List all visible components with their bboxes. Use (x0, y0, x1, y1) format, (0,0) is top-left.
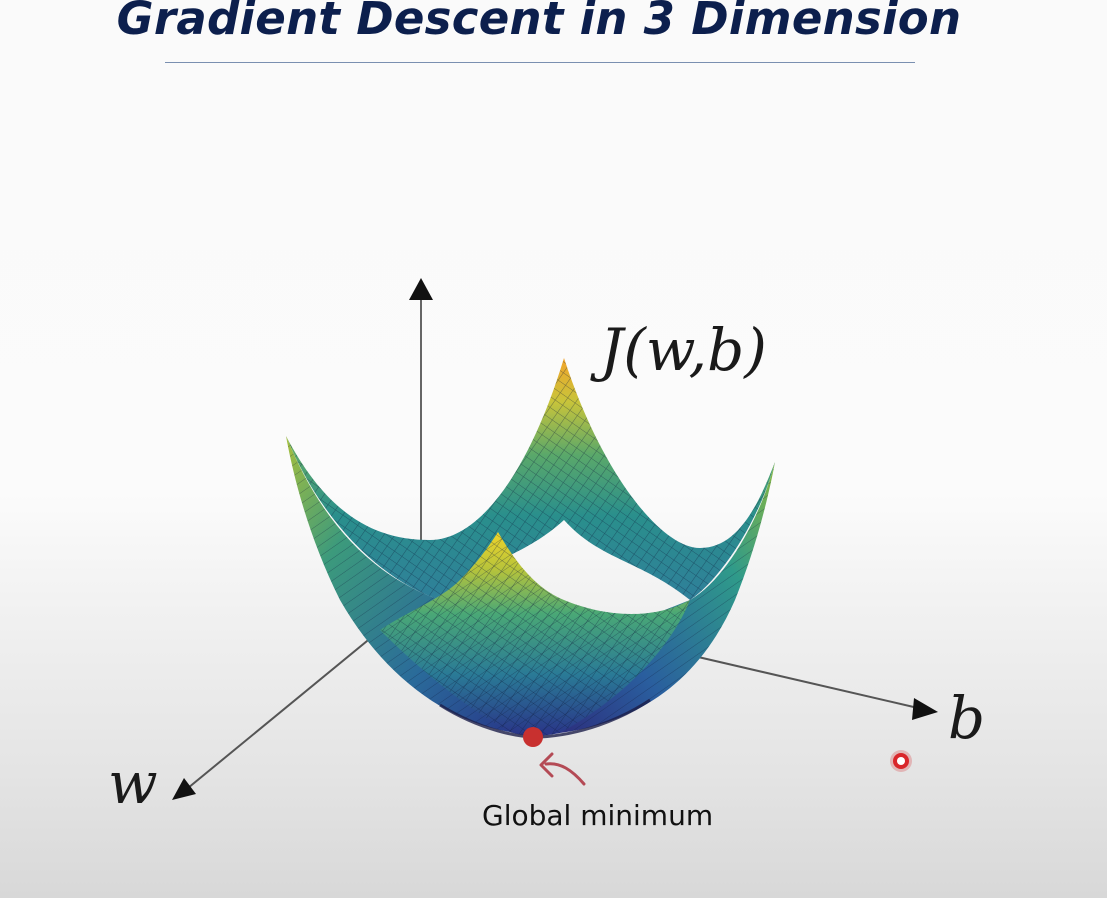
w-axis (187, 631, 379, 789)
global-minimum-point (523, 727, 543, 747)
global-minimum-caption: Global minimum (482, 799, 713, 832)
w-axis-arrowhead (172, 778, 196, 800)
slide-title: Gradient Descent in 3 Dimension (116, 0, 962, 45)
pointer-indicator (893, 753, 909, 769)
minimum-pointer-arrow (544, 762, 586, 786)
cost-surface (286, 358, 775, 739)
title-underline (165, 62, 915, 63)
axis-w-label: w (108, 749, 158, 817)
b-axis (667, 649, 919, 709)
axis-b-label: b (948, 684, 985, 752)
minimum-pointer-arrowhead (539, 752, 554, 778)
j-axis-arrowhead (409, 278, 433, 300)
function-label: J(w,b) (590, 316, 767, 384)
b-axis-arrowhead (912, 698, 938, 720)
